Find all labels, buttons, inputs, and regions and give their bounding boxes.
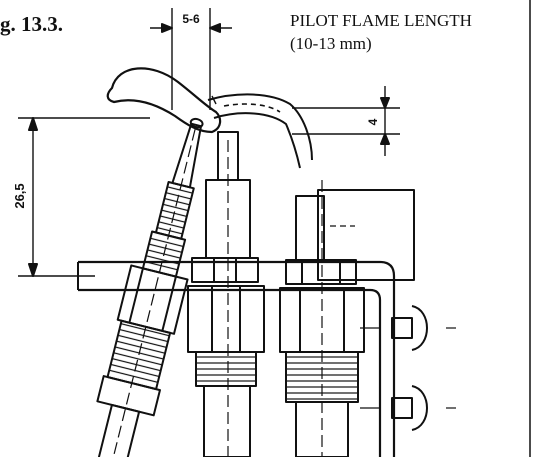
flame-offset-dimension-label: 4 [366,118,380,125]
dimension-flame-offset [292,86,400,156]
pilot-flame-shape [106,67,313,169]
caption-line-2: (10-13 mm) [290,34,372,53]
height-dimension-label: 26,5 [12,183,27,208]
caption-line-1: PILOT FLAME LENGTH [290,11,472,30]
gap-dimension-label: 5-6 [182,12,200,26]
figure-label: g. 13.3. [0,12,63,36]
mounting-bracket [77,260,456,457]
ignition-electrode [96,117,204,462]
dimension-height [18,117,150,277]
thermocouple [187,131,265,458]
dimension-gap [150,8,232,110]
pilot-burner-head [279,180,415,458]
